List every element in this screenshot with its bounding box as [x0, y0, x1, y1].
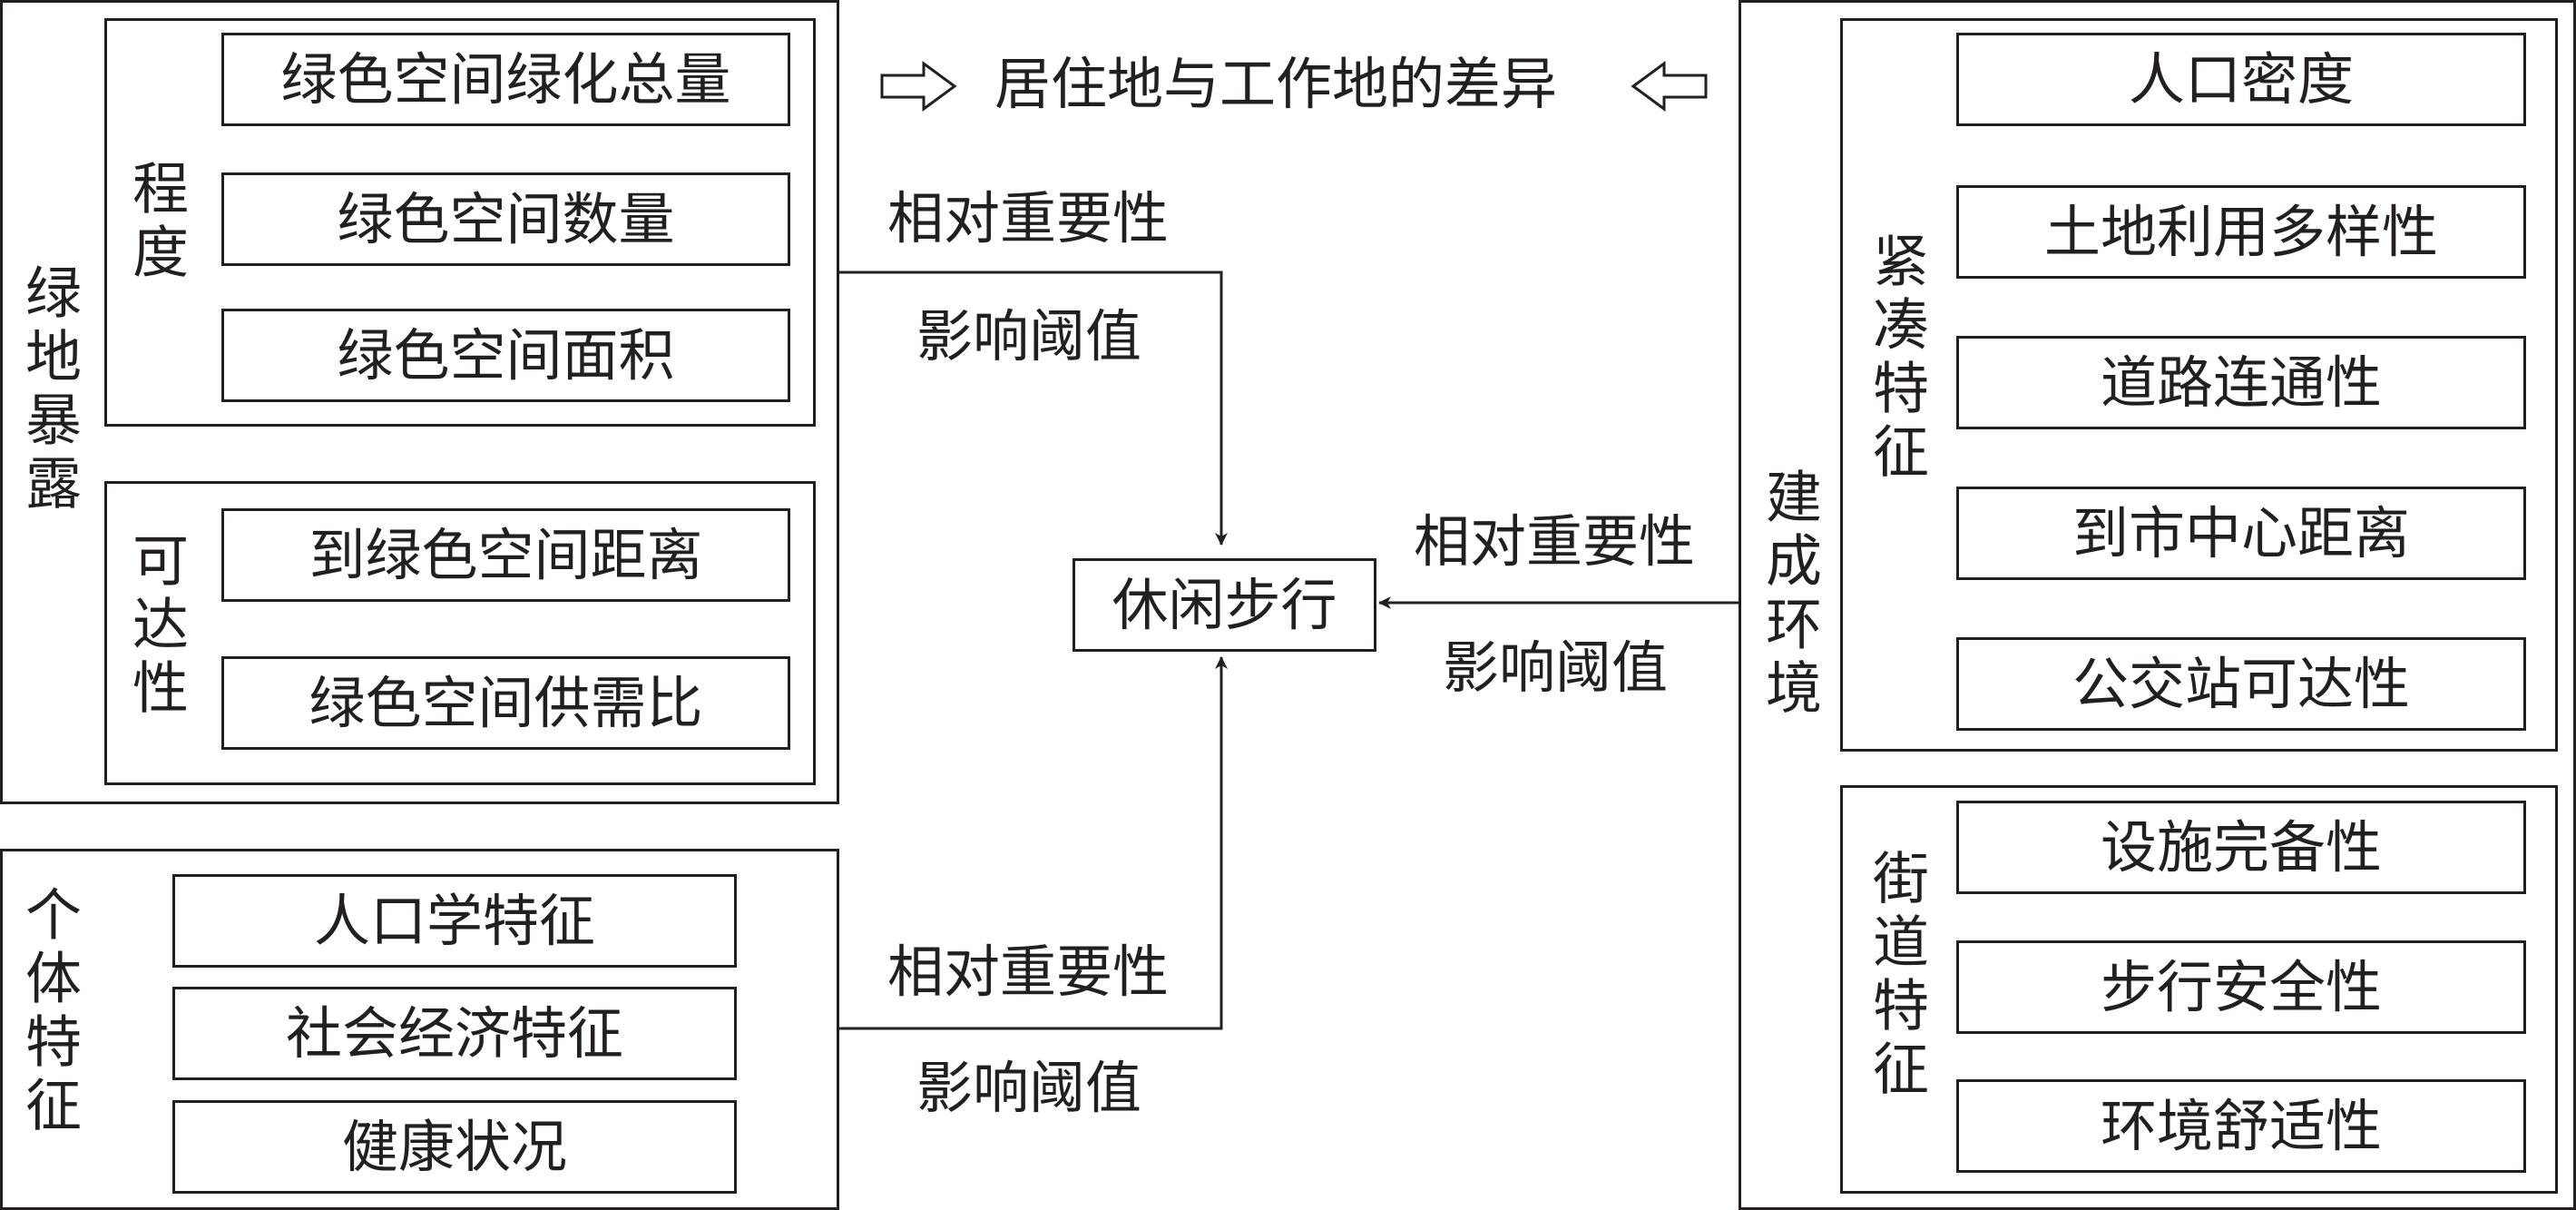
individual-item-socioeconomic: 社会经济特征 — [172, 987, 737, 1080]
individual-item-demographics: 人口学特征 — [172, 874, 737, 968]
compact-item-bus-stop-access: 公交站可达性 — [1956, 637, 2526, 731]
accessibility-title: 可达性 — [122, 531, 189, 722]
leisure-walking-node: 休闲步行 — [1073, 558, 1376, 652]
street-item-walking-safety: 步行安全性 — [1956, 940, 2526, 1034]
right-threshold-label: 影响阈值 — [1443, 635, 1669, 701]
street-item-comfort: 环境舒适性 — [1956, 1079, 2526, 1173]
right-hollow-arrow-icon — [880, 61, 957, 112]
compact-item-distance-to-center: 到市中心距离 — [1956, 487, 2526, 580]
top-threshold-label: 影响阈值 — [916, 303, 1142, 369]
green-exposure-title: 绿地暴露 — [15, 263, 82, 517]
degree-item-area: 绿色空间面积 — [221, 309, 790, 402]
individual-item-health: 健康状况 — [172, 1100, 737, 1194]
header-difference-text: 居住地与工作地的差异 — [994, 51, 1558, 117]
compact-title: 紧凑特征 — [1863, 231, 1929, 486]
arrow-green-to-walking — [837, 271, 1228, 546]
compact-item-road-connectivity: 道路连通性 — [1956, 336, 2526, 429]
accessibility-item-supply-demand: 绿色空间供需比 — [221, 656, 790, 750]
street-item-facilities: 设施完备性 — [1956, 801, 2526, 894]
right-importance-label: 相对重要性 — [1414, 508, 1696, 575]
arrow-individual-to-walking — [837, 656, 1228, 1030]
left-hollow-arrow-icon — [1631, 61, 1708, 112]
accessibility-item-distance: 到绿色空间距离 — [221, 508, 790, 602]
bottom-importance-label: 相对重要性 — [887, 939, 1170, 1005]
degree-title: 程度 — [122, 159, 189, 286]
individual-title: 个体特征 — [15, 885, 82, 1139]
degree-item-count: 绿色空间数量 — [221, 172, 790, 266]
built-environment-title: 建成环境 — [1756, 467, 1822, 722]
top-importance-label: 相对重要性 — [887, 185, 1170, 251]
compact-item-land-use-diversity: 土地利用多样性 — [1956, 185, 2526, 279]
compact-item-population-density: 人口密度 — [1956, 33, 2526, 126]
street-title: 街道特征 — [1863, 849, 1929, 1103]
degree-item-total-greenery: 绿色空间绿化总量 — [221, 33, 790, 126]
bottom-threshold-label: 影响阈值 — [916, 1055, 1142, 1121]
